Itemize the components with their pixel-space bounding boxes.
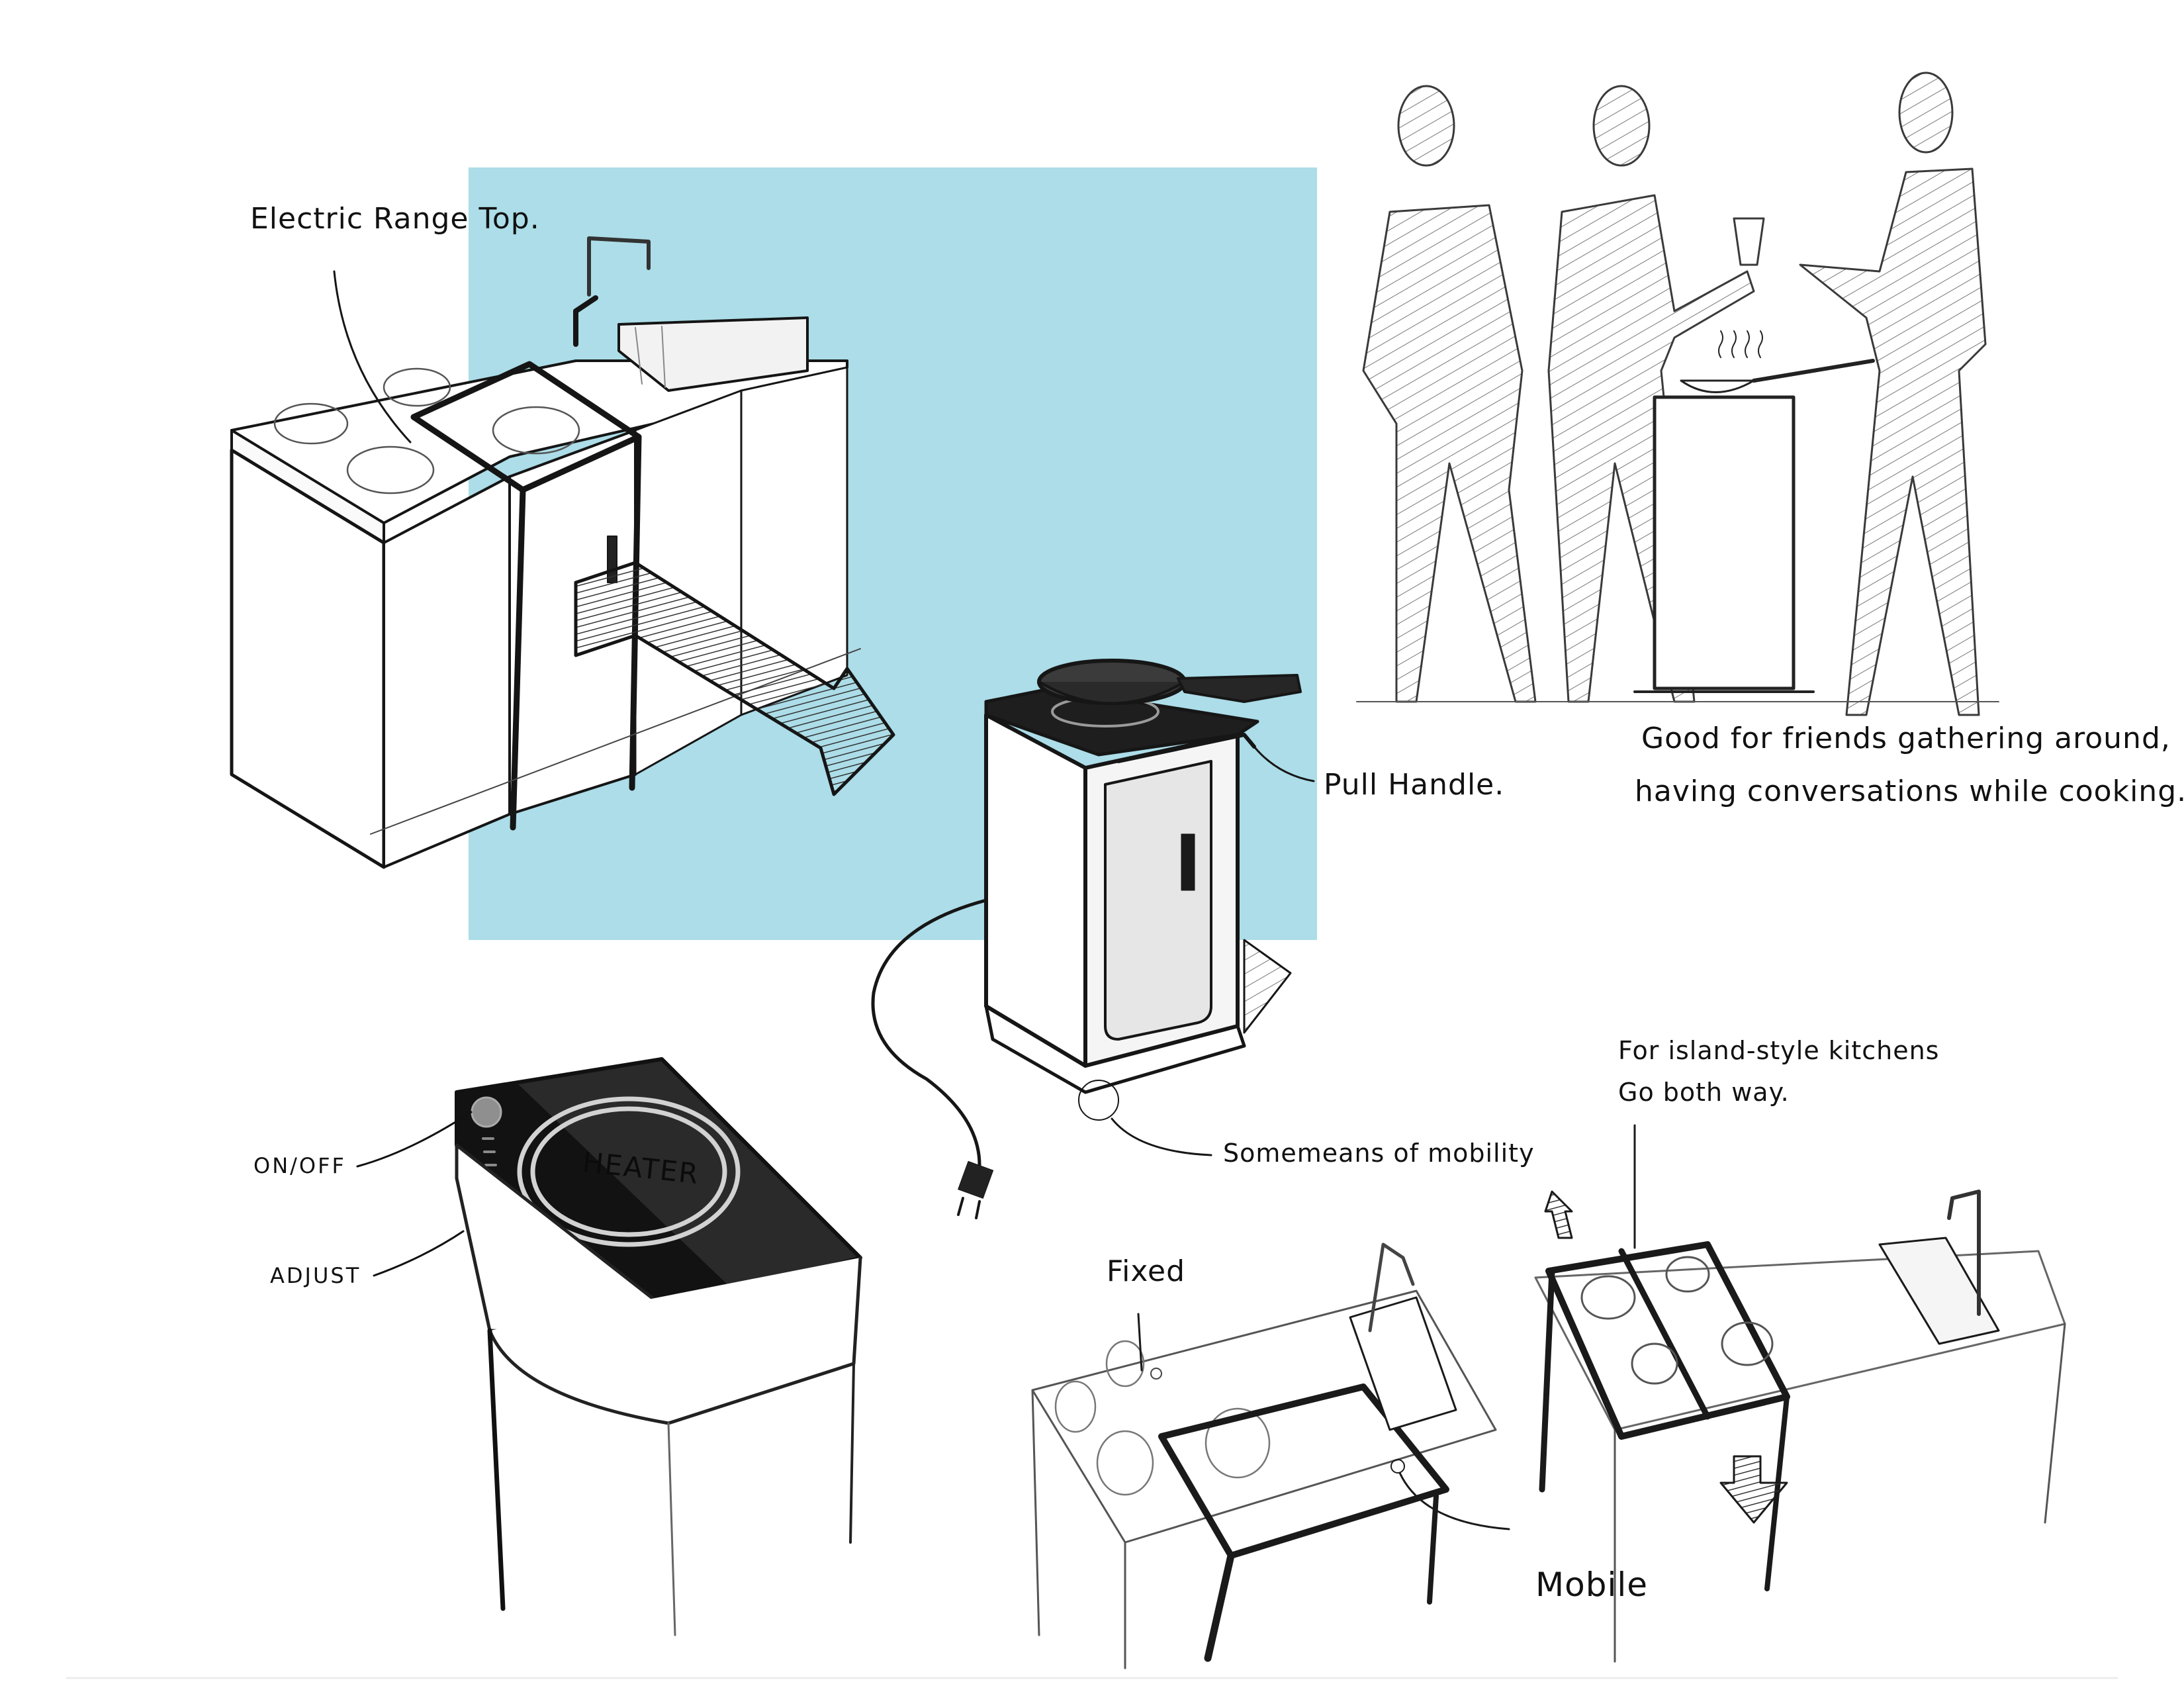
label-electric-range-top: Electric Range Top. — [250, 202, 540, 236]
label-good-for-friends-line2: having conversations while cooking. — [1635, 774, 2184, 808]
label-good-for-friends-line1: Good for friends gathering around, — [1641, 722, 2171, 755]
induction-heater-sketch — [356, 1057, 862, 1636]
label-mobile: Mobile — [1535, 1566, 1649, 1604]
island-kitchen-sketch — [1031, 1124, 2066, 1669]
friends-gathering-sketch — [1356, 71, 1999, 716]
label-pull-handle: Pull Handle. — [1324, 768, 1505, 802]
label-some-means-of-mobility: Somemeans of mobility — [1223, 1139, 1535, 1168]
mobile-cart-sketch — [871, 659, 1315, 1219]
label-island-style-kitchens: For island-style kitchens — [1618, 1036, 1940, 1065]
label-go-both-way: Go both way. — [1618, 1078, 1790, 1107]
label-on-off: ON/OFF — [253, 1153, 346, 1178]
label-fixed: Fixed — [1107, 1254, 1186, 1288]
kitchen-counter-sketch — [230, 236, 895, 869]
label-adjust: ADJUST — [270, 1263, 361, 1288]
